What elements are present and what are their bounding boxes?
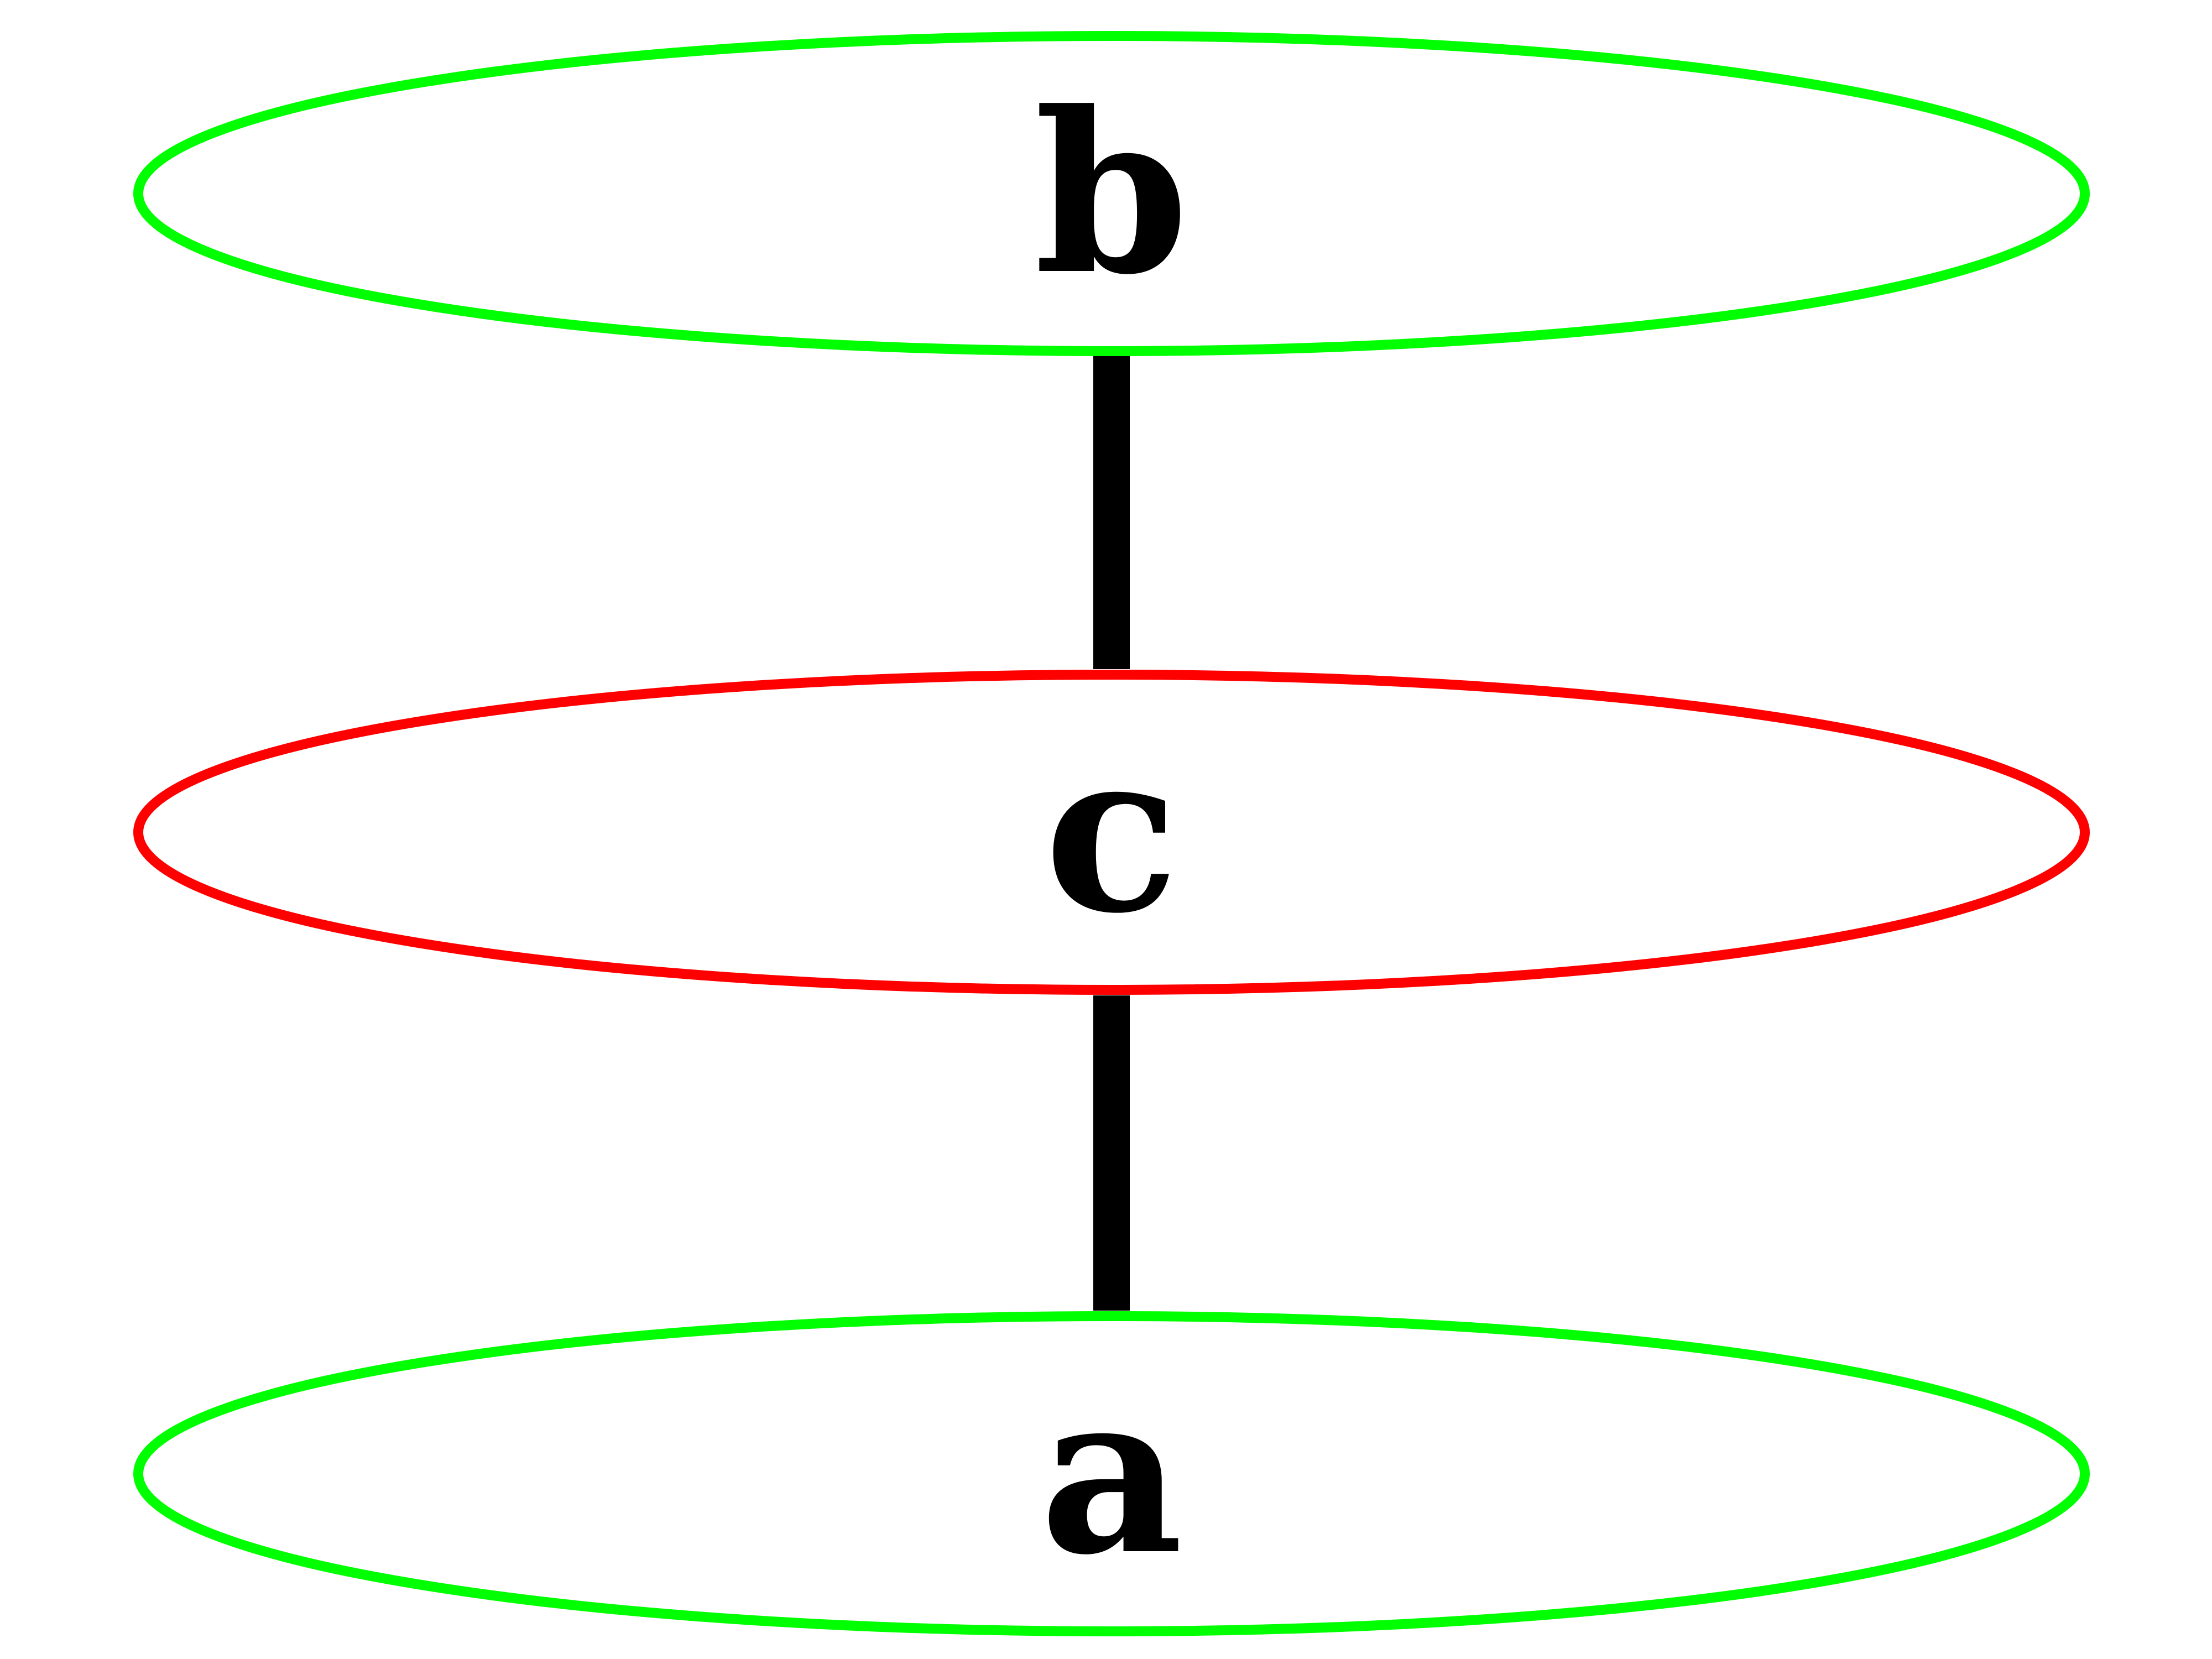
node-c-label: c xyxy=(1044,702,1179,962)
node-b-label: b xyxy=(1034,64,1189,324)
node-b-ellipse xyxy=(133,31,2090,356)
node-c: c xyxy=(133,670,2090,995)
node-c-ellipse xyxy=(133,670,2090,995)
node-a-label: a xyxy=(1040,1344,1183,1604)
node-a-ellipse xyxy=(133,1311,2090,1636)
node-a: a xyxy=(133,1311,2090,1636)
node-b: b xyxy=(133,31,2090,356)
